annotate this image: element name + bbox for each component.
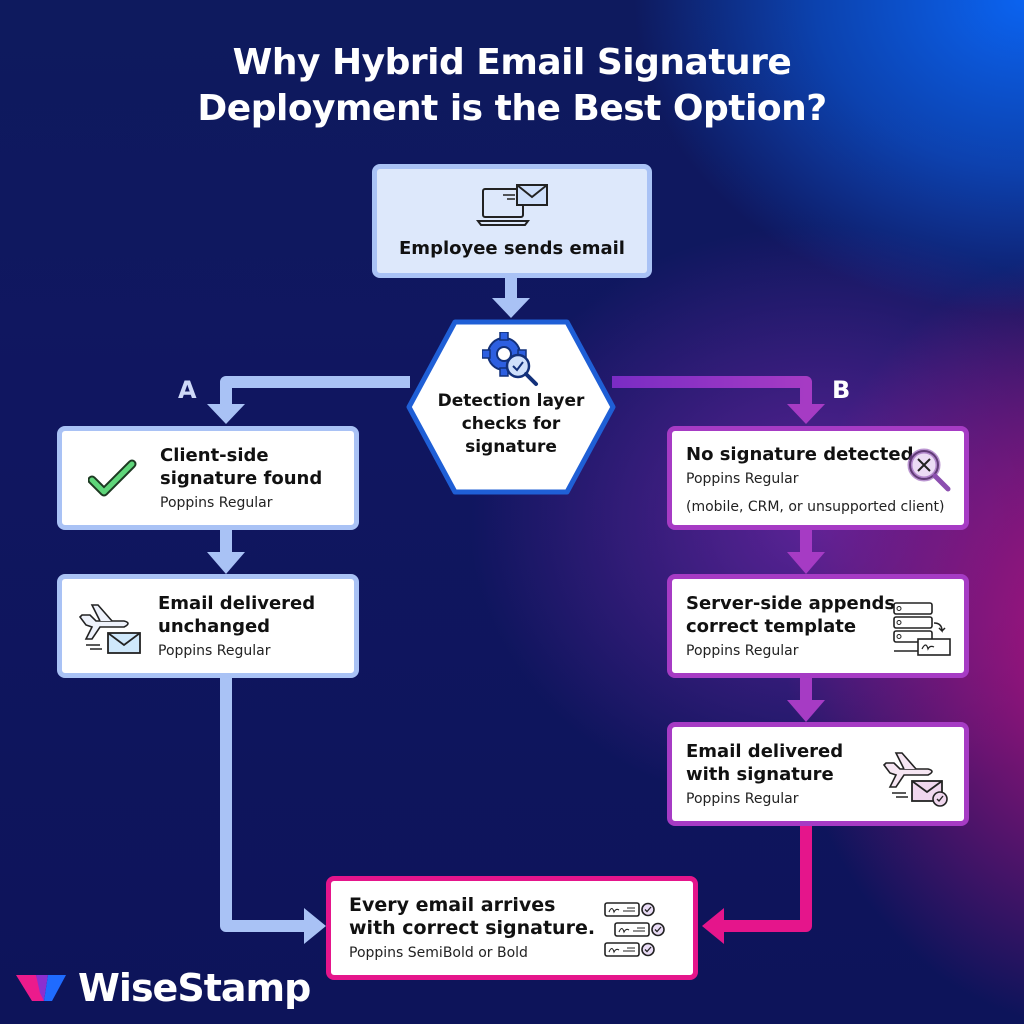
no-signature-note: (mobile, CRM, or unsupported client) xyxy=(686,499,945,515)
server-signature-icon xyxy=(893,602,951,656)
detection-line-1: Detection layer xyxy=(437,391,585,411)
brand-logo: WiseStamp xyxy=(14,966,311,1010)
server-appends-title-2: correct template xyxy=(686,615,857,637)
laptop-email-icon xyxy=(476,183,548,226)
client-signature-found-node: Client-side signature found Poppins Regu… xyxy=(57,426,359,530)
delivered-with-sig-title-1: Email delivered xyxy=(686,740,844,762)
detection-label: Detection layer checks for signature xyxy=(405,390,617,459)
server-appends-sub: Poppins Regular xyxy=(686,642,799,659)
final-sub: Poppins SemiBold or Bold xyxy=(349,944,528,961)
email-delivered-with-signature-node: Email delivered with signature Poppins R… xyxy=(667,722,969,826)
client-found-title-1: Client-side xyxy=(160,444,269,466)
wisestamp-logo-icon xyxy=(16,975,66,1001)
client-found-sub: Poppins Regular xyxy=(160,494,273,511)
detection-line-2: checks for xyxy=(461,414,561,434)
no-signature-sub: Poppins Regular xyxy=(686,471,799,487)
final-title-1: Every email arrives xyxy=(349,893,556,916)
title-line-1: Why Hybrid Email Signature xyxy=(232,42,792,83)
branch-b-label: B xyxy=(832,376,851,404)
email-delivered-unchanged-node: Email delivered unchanged Poppins Regula… xyxy=(57,574,359,678)
delivered-unchanged-title-2: unchanged xyxy=(158,615,271,637)
plane-email-check-icon xyxy=(882,752,948,807)
server-appends-title-1: Server-side appends xyxy=(686,592,896,614)
detection-node: Detection layer checks for signature xyxy=(405,318,617,496)
title-line-2: Deployment is the Best Option? xyxy=(197,88,827,129)
branch-a-label: A xyxy=(178,376,197,404)
delivered-unchanged-sub: Poppins Regular xyxy=(158,642,271,659)
start-label: Employee sends email xyxy=(399,237,625,259)
gear-search-icon xyxy=(482,332,538,386)
search-x-icon xyxy=(907,448,951,492)
final-outcome-node: Every email arrives with correct signatu… xyxy=(326,876,698,980)
final-title-2: with correct signature. xyxy=(349,916,596,939)
client-found-title-2: signature found xyxy=(160,467,323,489)
brand-name: WiseStamp xyxy=(78,966,311,1010)
detection-line-3: signature xyxy=(465,437,557,457)
check-icon xyxy=(88,459,137,497)
no-signature-detected-node: No signature detected Poppins Regular (m… xyxy=(667,426,969,530)
delivered-with-sig-title-2: with signature xyxy=(686,763,834,785)
delivered-with-sig-sub: Poppins Regular xyxy=(686,790,799,807)
page-title: Why Hybrid Email Signature Deployment is… xyxy=(0,40,1024,132)
start-node: Employee sends email xyxy=(372,164,652,278)
hexagon-shape xyxy=(406,319,616,495)
server-appends-template-node: Server-side appends correct template Pop… xyxy=(667,574,969,678)
signatures-checked-icon xyxy=(604,902,665,957)
plane-email-icon xyxy=(78,604,141,654)
delivered-unchanged-title-1: Email delivered xyxy=(158,592,316,614)
no-signature-title: No signature detected xyxy=(686,444,914,465)
